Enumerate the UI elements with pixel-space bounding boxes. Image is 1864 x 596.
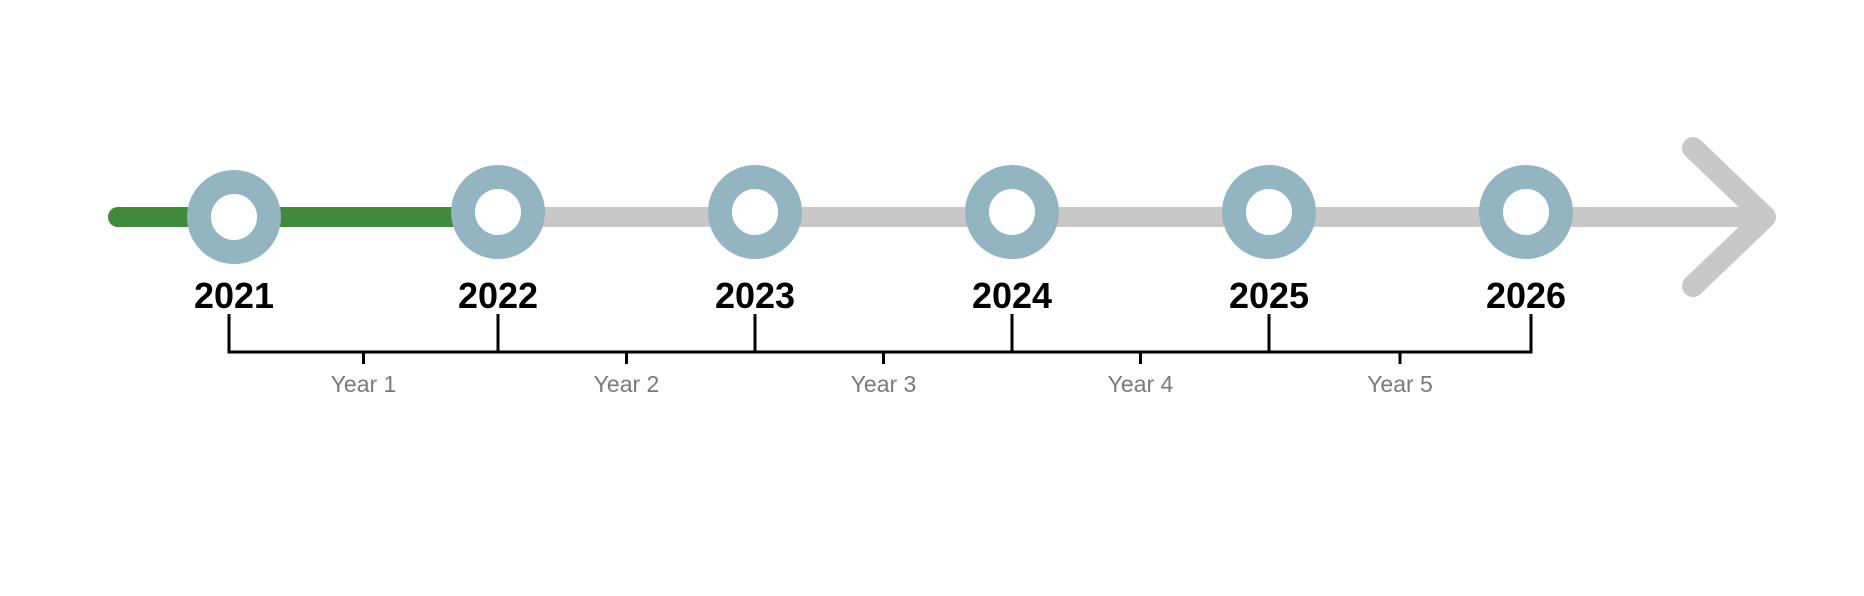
milestone-year-label: 2022 xyxy=(458,275,538,316)
milestone-node xyxy=(1222,165,1316,259)
milestone-node xyxy=(965,165,1059,259)
milestone-node xyxy=(451,165,545,259)
milestone-year-label: 2024 xyxy=(972,275,1052,316)
milestone-year-labels: 2021 2022 2023 2024 2025 2026 xyxy=(194,275,1566,316)
period-label: Year 3 xyxy=(851,371,917,397)
milestone-year-label: 2026 xyxy=(1486,275,1566,316)
milestone-nodes xyxy=(187,165,1573,264)
milestone-node xyxy=(187,170,281,264)
milestone-node xyxy=(708,165,802,259)
arrow-right-icon xyxy=(1682,137,1776,297)
period-label: Year 4 xyxy=(1108,371,1174,397)
period-label: Year 5 xyxy=(1367,371,1433,397)
arrow-head xyxy=(1682,137,1776,297)
milestone-year-label: 2023 xyxy=(715,275,795,316)
period-label: Year 1 xyxy=(331,371,397,397)
period-labels: Year 1 Year 2 Year 3 Year 4 Year 5 xyxy=(331,371,1433,397)
period-bracket xyxy=(227,314,1533,364)
period-label: Year 2 xyxy=(594,371,660,397)
milestone-node xyxy=(1479,165,1573,259)
milestone-year-label: 2021 xyxy=(194,275,274,316)
milestone-year-label: 2025 xyxy=(1229,275,1309,316)
